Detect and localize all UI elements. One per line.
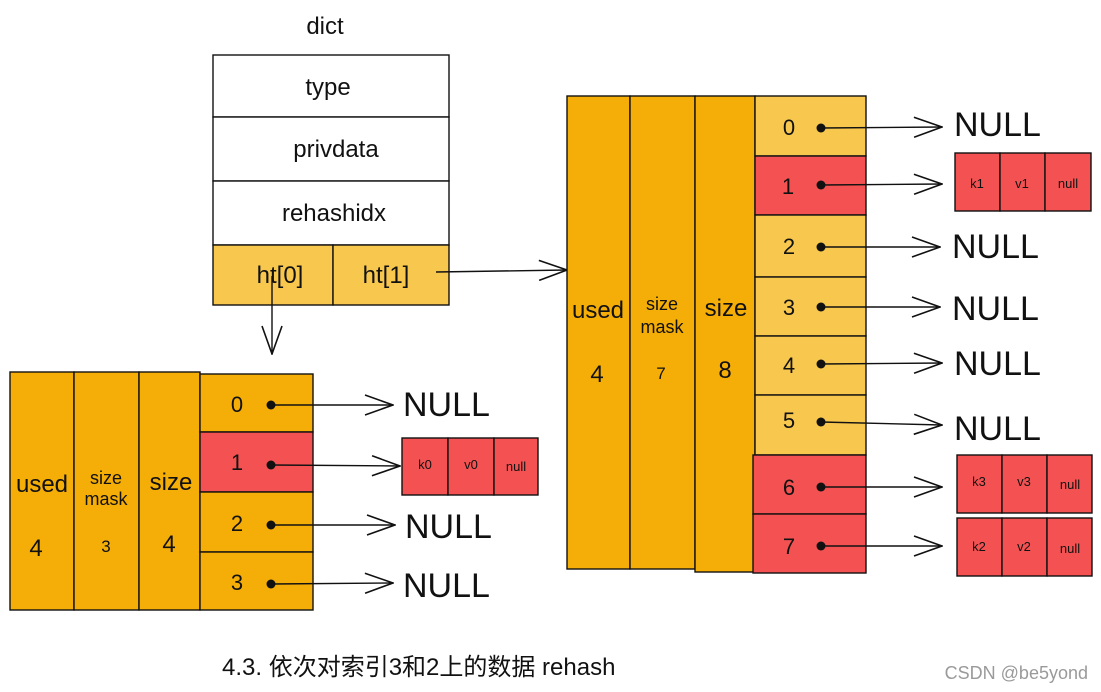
- ht1-entry-k3-val-cell: [1001, 454, 1048, 514]
- ht0-entry-k0-next-cell: [493, 437, 539, 496]
- ht1-bucket-5-null: NULL: [954, 410, 1041, 448]
- ht1-entry-k2-key-cell: [956, 517, 1003, 577]
- ht0-entry-k0-key: k0: [418, 457, 432, 472]
- ht1-entry-k1-next: null: [1058, 176, 1078, 191]
- ht0-bucket-2: [199, 491, 314, 553]
- ht0-bucket-3-null: NULL: [403, 567, 490, 605]
- ht0-bucket-0-null: NULL: [403, 386, 490, 424]
- ht1-entry-k1-key-cell: [954, 152, 1001, 212]
- ht1-bucket-0-null: NULL: [954, 106, 1041, 144]
- ht1-entry-k3-key: k3: [972, 474, 986, 489]
- ht0-bucket-2-index: 2: [231, 511, 243, 536]
- ht0-bucket-3-arrow: [270, 583, 393, 584]
- ht1-entry-k3-next: null: [1060, 477, 1080, 492]
- ht0-bucket-1-index: 1: [231, 450, 243, 475]
- ht1-entry-k1: k1 v1 null: [954, 152, 1092, 212]
- dict-struct: dict type privdata rehashidx ht[0] ht[1]: [212, 13, 567, 354]
- ht1-sizemask-label-1: size: [646, 294, 678, 314]
- dict-field-type-box: [212, 54, 450, 118]
- ht0-bucket-3-index: 3: [231, 570, 243, 595]
- ht1-bucket-5: [754, 394, 867, 456]
- dict-field-rehashidx-box: [212, 180, 450, 246]
- ht1-bucket-4: [754, 335, 867, 396]
- ht1-bucket-3-null: NULL: [952, 290, 1039, 328]
- ht1-entry-k3: k3 v3 null: [956, 454, 1093, 514]
- ht1-entry-k3-next-cell: [1046, 454, 1093, 514]
- ht1-bucket-0-index: 0: [783, 115, 795, 140]
- ht0-sizemask-label-2: mask: [84, 489, 128, 509]
- ht0-sizemask-value: 3: [101, 537, 110, 556]
- ht0-size-value: 4: [162, 531, 175, 558]
- ht1-entry-k1-key: k1: [970, 176, 984, 191]
- ht1-size-label: size: [705, 295, 748, 322]
- ht1-bucket-4-index: 4: [783, 353, 795, 378]
- diagram-caption: 4.3. 依次对索引3和2上的数据 rehash: [222, 654, 615, 681]
- ht1-bucket-2-null: NULL: [952, 228, 1039, 266]
- ht1-entry-k2-val-cell: [1001, 517, 1048, 577]
- ht0-used-value: 4: [29, 535, 42, 562]
- dict-field-rehashidx: rehashidx: [282, 200, 386, 227]
- ht1-bucket-5-arrow: [820, 422, 942, 425]
- ht0-size-label: size: [150, 469, 193, 496]
- ht0-bucket-1: [199, 431, 314, 493]
- ht1-bucket-7-index: 7: [783, 534, 795, 559]
- ht1-bucket-5-index: 5: [783, 408, 795, 433]
- dict-field-privdata-box: [212, 116, 450, 182]
- ht0-entry-k0-next: null: [506, 459, 526, 474]
- dict-field-privdata: privdata: [293, 136, 379, 163]
- ht1-bucket-0: [754, 95, 867, 157]
- ht1-entry-k1-next-cell: [1044, 152, 1092, 212]
- ht1-sizemask-column: [629, 95, 696, 570]
- ht0-table: used 4 size mask 3 size 4 0 NULL 1 k0 v0…: [9, 371, 539, 611]
- ht1-bucket-4-null: NULL: [954, 345, 1041, 383]
- ht1-entry-k2-key: k2: [972, 539, 986, 554]
- ht0-bucket-0: [199, 373, 314, 433]
- ht1-entry-k1-val-cell: [999, 152, 1046, 212]
- ht0-entry-k0-value: v0: [464, 457, 478, 472]
- ht1-pointer-arrow: [435, 270, 567, 272]
- csdn-watermark: CSDN @be5yond: [945, 663, 1088, 683]
- ht0-entry-k0-key-cell: [401, 437, 449, 496]
- ht0-bucket-1-arrow: [270, 465, 400, 466]
- ht1-entry-k2-next: null: [1060, 541, 1080, 556]
- dict-ht1-label: ht[1]: [363, 262, 410, 289]
- ht0-used-label: used: [16, 471, 68, 498]
- ht1-size-column: [694, 95, 756, 573]
- ht0-sizemask-label-1: size: [90, 468, 122, 488]
- ht0-bucket-2-null: NULL: [405, 508, 492, 546]
- ht1-bucket-1: [754, 155, 867, 216]
- ht0-bucket-0-index: 0: [231, 392, 243, 417]
- ht1-sizemask-value: 7: [656, 364, 665, 383]
- ht1-bucket-6: [752, 454, 867, 515]
- ht1-bucket-1-arrow: [820, 184, 942, 185]
- ht1-bucket-3-index: 3: [783, 295, 795, 320]
- dict-ht0-label: ht[0]: [257, 262, 304, 289]
- ht1-entry-k3-value: v3: [1017, 474, 1031, 489]
- ht0-entry-k0: k0 v0 null: [401, 437, 539, 496]
- ht1-used-column: [566, 95, 631, 570]
- ht1-bucket-2: [754, 214, 867, 278]
- ht1-bucket-7: [752, 513, 867, 574]
- ht1-size-value: 8: [718, 357, 731, 384]
- ht1-bucket-4-arrow: [820, 363, 942, 364]
- ht1-entry-k2-next-cell: [1046, 517, 1093, 577]
- ht0-bucket-3: [199, 551, 314, 611]
- ht1-entry-k2: k2 v2 null: [956, 517, 1093, 577]
- ht1-bucket-2-index: 2: [783, 234, 795, 259]
- dict-title: dict: [306, 13, 344, 40]
- ht1-table: used 4 size mask 7 size 8 0 NULL 1 k1 v1…: [566, 95, 1093, 577]
- ht1-sizemask-label-2: mask: [640, 317, 684, 337]
- dict-field-type: type: [305, 74, 350, 101]
- ht1-entry-k1-value: v1: [1015, 176, 1029, 191]
- ht1-bucket-1-index: 1: [782, 174, 794, 199]
- dict-ht1-cell: [332, 244, 450, 306]
- ht1-used-label: used: [572, 297, 624, 324]
- ht1-used-value: 4: [590, 361, 603, 388]
- ht1-entry-k2-value: v2: [1017, 539, 1031, 554]
- ht0-used-column: [9, 371, 75, 611]
- ht0-entry-k0-val-cell: [447, 437, 495, 496]
- ht1-bucket-6-index: 6: [783, 475, 795, 500]
- ht1-bucket-0-arrow: [820, 127, 942, 128]
